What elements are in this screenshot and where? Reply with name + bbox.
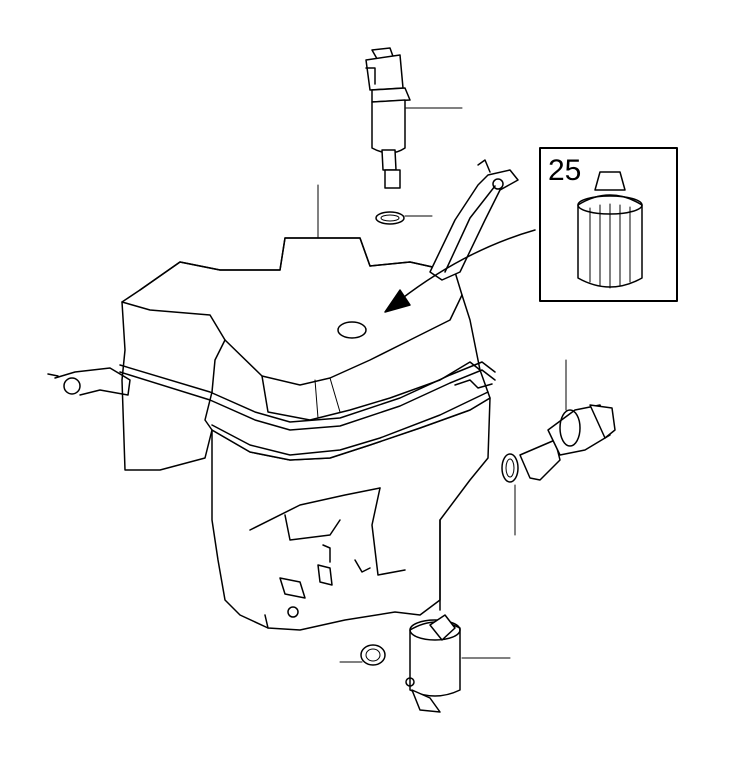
washer-reservoir-tank xyxy=(47,237,496,631)
o-ring-bottom xyxy=(360,644,386,666)
inset-part-number: 25 xyxy=(548,154,581,187)
filter-strainer xyxy=(577,171,643,289)
washer-pump-bottom xyxy=(405,614,461,713)
level-sensor xyxy=(519,404,616,481)
filler-tube xyxy=(429,159,519,281)
inset-detail-box: 25 xyxy=(539,147,678,302)
washer-pump-top xyxy=(365,47,411,189)
filler-neck-opening xyxy=(337,321,367,339)
o-ring-right xyxy=(501,453,519,483)
o-ring-top xyxy=(375,211,405,225)
inset-arrow-line xyxy=(399,229,536,301)
inset-arrow-head xyxy=(384,289,411,313)
